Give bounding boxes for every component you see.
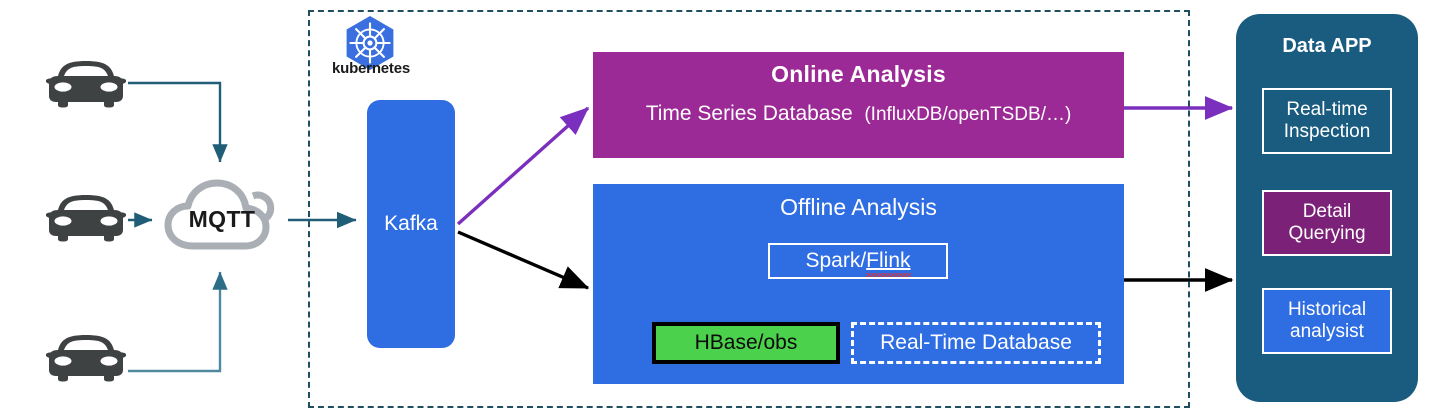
connector-car1-to-mqtt (128, 81, 228, 163)
data-app-item-real-time-inspection[interactable]: Real-time Inspection (1262, 88, 1392, 154)
data-app-title: Data APP (1282, 35, 1372, 57)
cloud-icon (160, 176, 284, 260)
time-series-database-vendors: (InfluxDB/openTSDB/…) (864, 104, 1072, 125)
kafka-label: Kafka (384, 212, 438, 235)
spark-flink-node[interactable]: Spark/Flink (768, 243, 948, 279)
data-app-item-historical-analysist[interactable]: Historical analysist (1262, 288, 1392, 354)
car-icon (44, 56, 128, 108)
online-analysis-panel[interactable]: Online Analysis Time Series Database (In… (593, 52, 1124, 158)
mqtt-label: MQTT (188, 206, 256, 232)
time-series-database-label: Time Series Database (645, 102, 853, 125)
kubernetes-region (308, 10, 1190, 408)
hbase-node[interactable]: HBase/obs (652, 322, 840, 364)
kubernetes-label: kubernetes (331, 60, 411, 77)
flink-label: Flink (866, 249, 911, 277)
kafka-node[interactable]: Kafka (367, 100, 455, 348)
car-icon (44, 330, 128, 382)
spellcheck-underline-icon (866, 273, 911, 277)
online-analysis-title: Online Analysis (771, 61, 946, 87)
realtime-database-label: Real-Time Database (880, 331, 1072, 354)
online-analysis-subtitle: Time Series Database (InfluxDB/openTSDB/… (646, 102, 1072, 126)
data-app-panel: Data APP Real-time Inspection Detail Que… (1236, 14, 1418, 402)
offline-analysis-title: Offline Analysis (780, 194, 937, 220)
data-app-item-label: Detail Querying (1288, 200, 1366, 244)
data-app-item-label: Real-time Inspection (1283, 98, 1371, 142)
offline-analysis-panel[interactable]: Offline Analysis Spark/Flink HBase/obs R… (593, 184, 1124, 384)
kubernetes-icon (330, 14, 410, 76)
realtime-database-node[interactable]: Real-Time Database (851, 322, 1101, 364)
spark-label: Spark/ (805, 249, 867, 272)
car-icon (44, 190, 128, 242)
connector-car3-to-mqtt (128, 271, 228, 373)
data-app-item-detail-querying[interactable]: Detail Querying (1262, 190, 1392, 256)
data-app-item-label: Historical analysist (1287, 298, 1367, 342)
hbase-label: HBase/obs (694, 331, 798, 354)
